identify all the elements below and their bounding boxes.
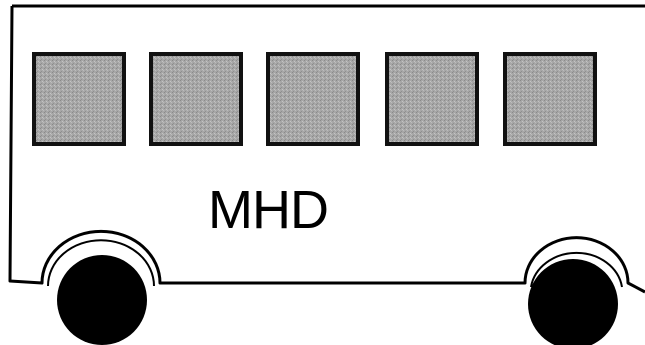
bus-window	[149, 52, 243, 146]
bus-window	[266, 52, 360, 146]
bus-label: MHD	[208, 180, 328, 240]
rear-wheel	[528, 259, 618, 345]
front-wheel	[57, 255, 147, 345]
bus-windows	[32, 52, 597, 146]
front-wheel-arch	[47, 239, 155, 287]
bus-window	[32, 52, 126, 146]
bus-window	[503, 52, 597, 146]
rear-wheel-arch	[530, 251, 623, 288]
bus-window	[385, 52, 479, 146]
bus-body-outline	[8, 4, 645, 294]
